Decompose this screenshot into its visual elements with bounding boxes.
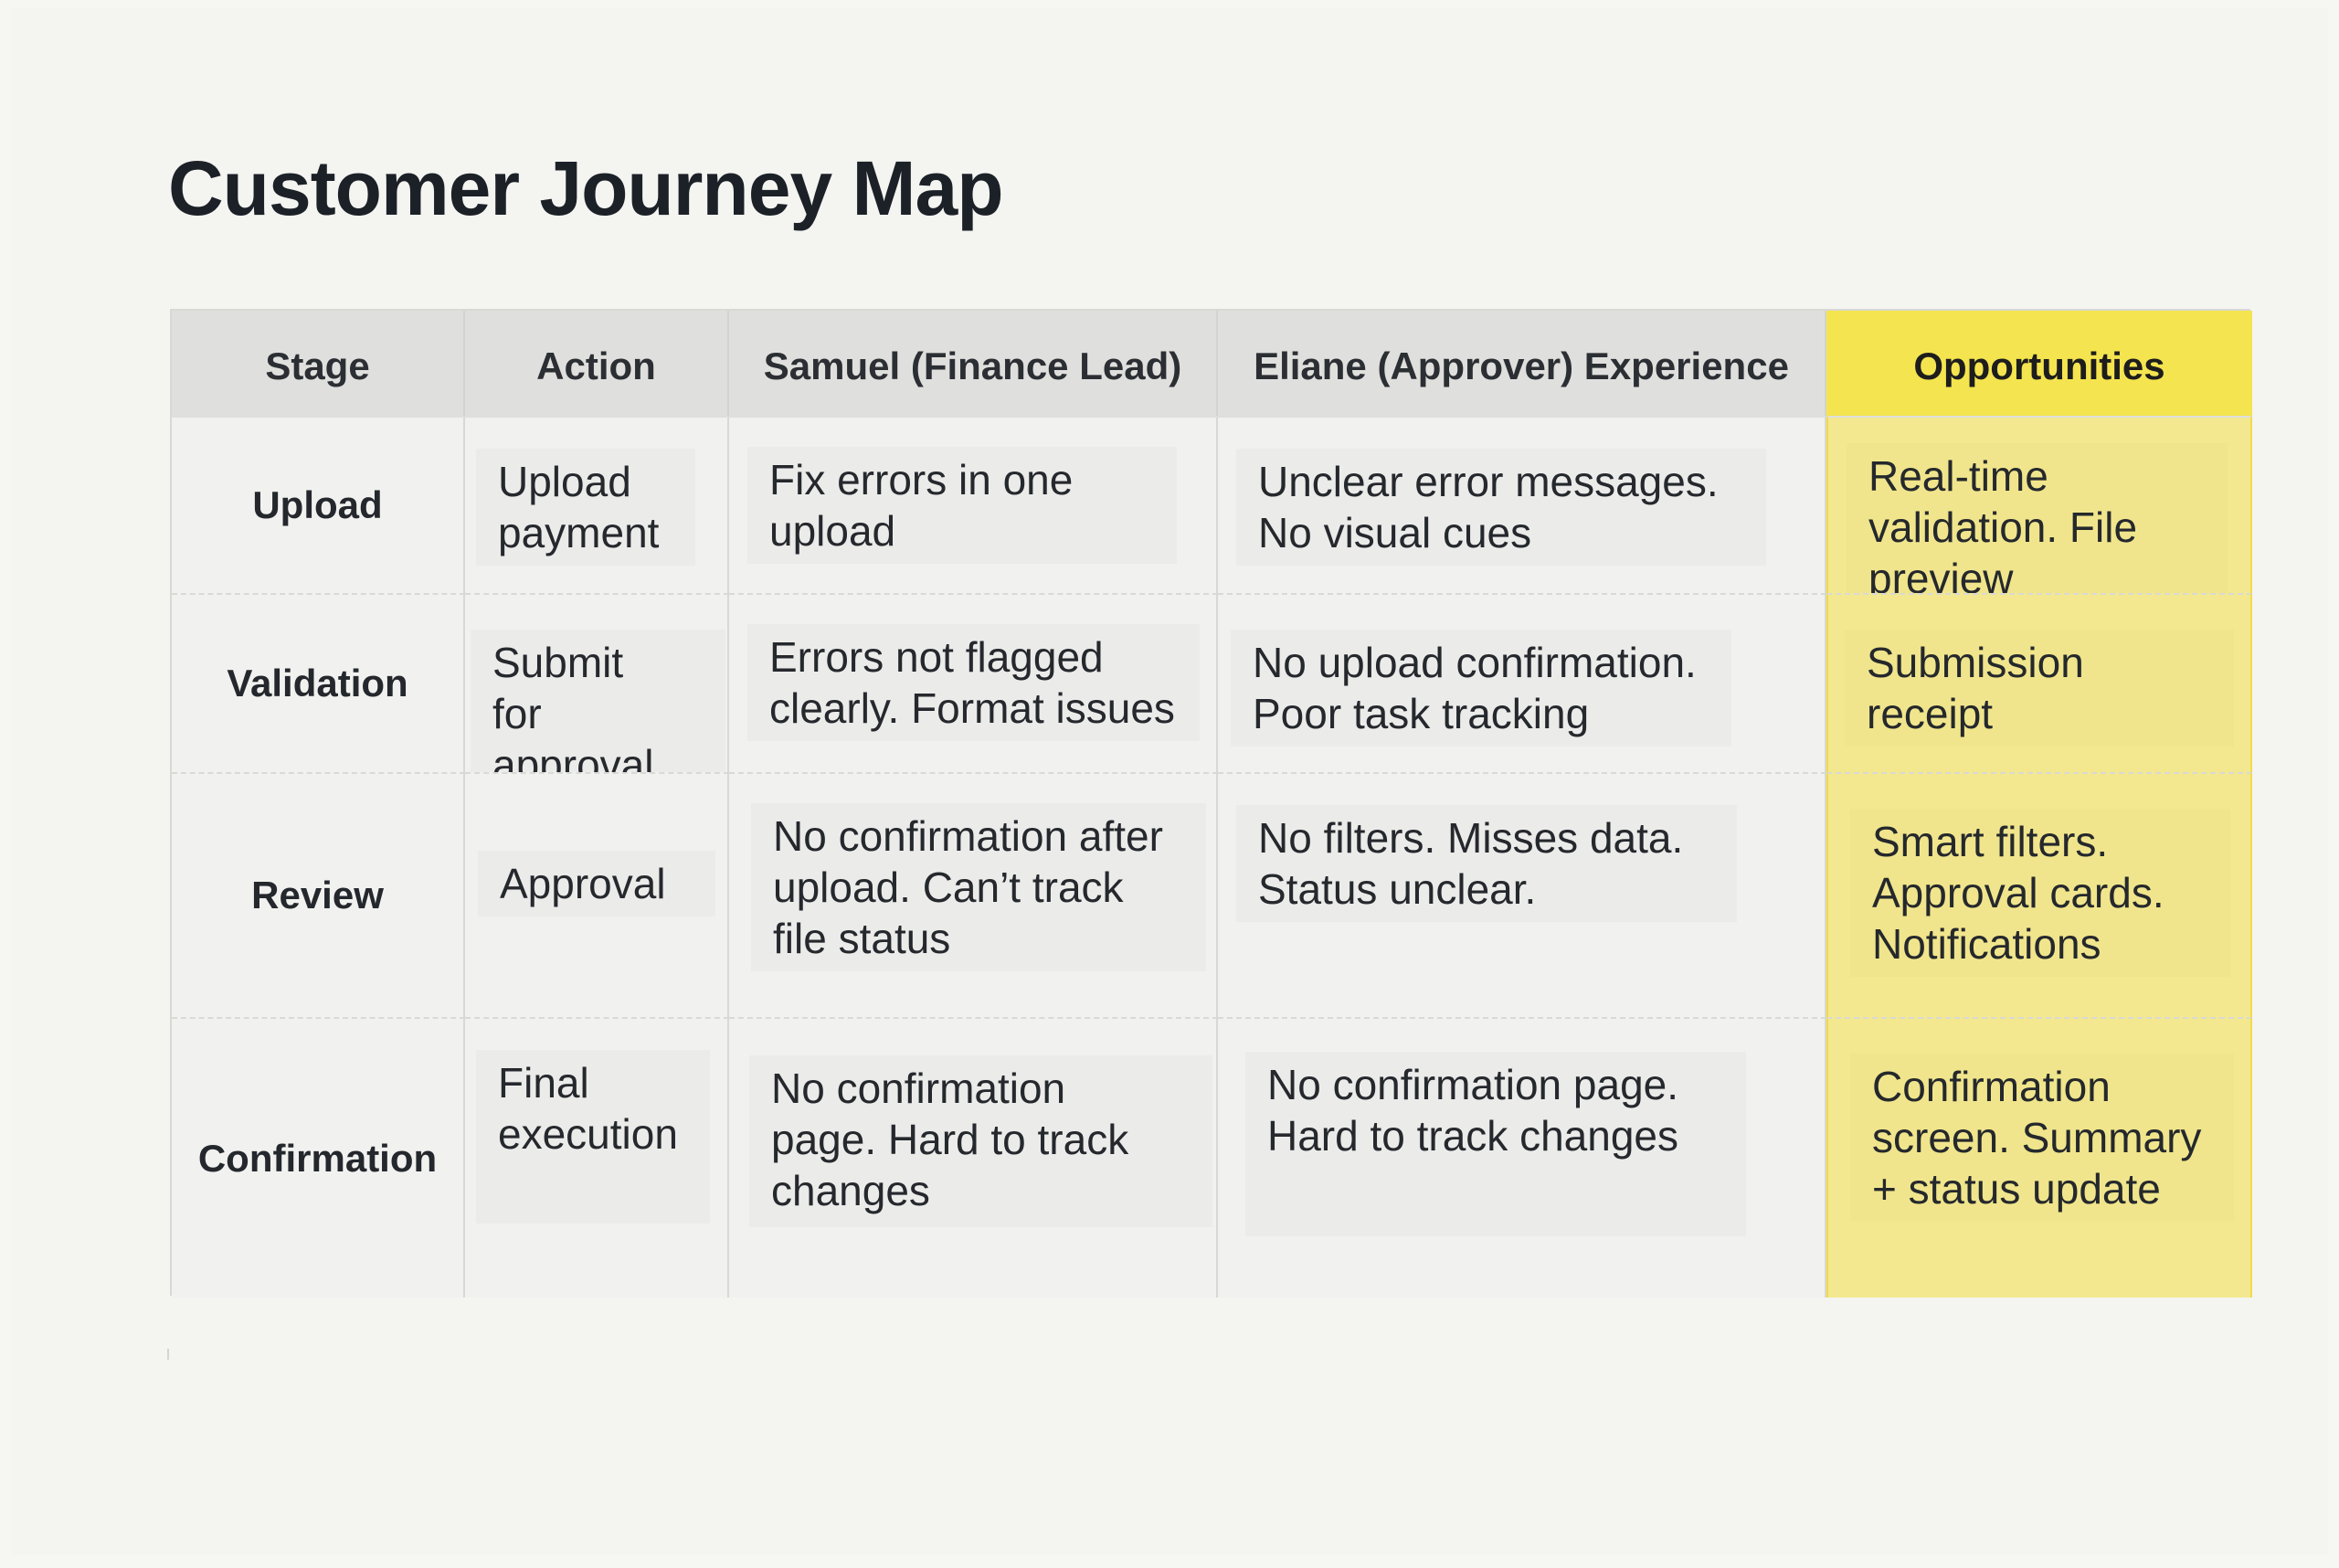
stage-cell-confirmation: Confirmation bbox=[172, 1017, 465, 1298]
eliane-cell-validation: No upload confirmation. Poor task tracki… bbox=[1218, 593, 1826, 772]
opportunities-cell-validation: Submission receipt bbox=[1826, 593, 2252, 772]
stage-cell-validation: Validation bbox=[172, 593, 465, 772]
opportunities-cell-review: Smart filters. Approval cards. Notificat… bbox=[1826, 772, 2252, 1017]
eliane-text: No upload confirmation. Poor task tracki… bbox=[1231, 630, 1731, 747]
header-samuel: Samuel (Finance Lead) bbox=[729, 311, 1218, 416]
page-title: Customer Journey Map bbox=[168, 145, 1004, 231]
stage-label: Confirmation bbox=[197, 1136, 438, 1180]
journey-table: Stage Action Samuel (Finance Lead) Elian… bbox=[170, 309, 2252, 1298]
samuel-text: No confirmation after upload. Can’t trac… bbox=[751, 803, 1206, 971]
opportunities-text: Real-time validation. File preview bbox=[1847, 443, 2228, 611]
stage-cell-review: Review bbox=[172, 772, 465, 1017]
action-text: Upload payment bbox=[476, 449, 695, 566]
stage-cell-upload: Upload bbox=[172, 416, 465, 593]
opportunities-text: Confirmation screen. Summary + status up… bbox=[1850, 1054, 2234, 1222]
opportunities-text: Smart filters. Approval cards. Notificat… bbox=[1850, 809, 2230, 977]
samuel-text: Fix errors in one upload bbox=[747, 447, 1177, 564]
opportunities-text: Submission receipt bbox=[1845, 630, 2234, 747]
samuel-cell-validation: Errors not flagged clearly. Format issue… bbox=[729, 593, 1218, 772]
header-opportunities: Opportunities bbox=[1826, 311, 2252, 416]
eliane-cell-review: No filters. Misses data. Status unclear. bbox=[1218, 772, 1826, 1017]
action-text: Submit for approval bbox=[471, 630, 725, 798]
eliane-text: No confirmation page. Hard to track chan… bbox=[1245, 1052, 1746, 1236]
opportunities-cell-upload: Real-time validation. File preview bbox=[1826, 416, 2252, 611]
samuel-text: No confirmation page. Hard to track chan… bbox=[749, 1055, 1212, 1227]
action-cell-confirmation: Final execution bbox=[465, 1017, 729, 1298]
action-cell-validation: Submit for approval bbox=[465, 593, 729, 798]
stage-label: Validation bbox=[227, 662, 408, 705]
action-cell-review: Approval bbox=[465, 772, 729, 1017]
samuel-cell-confirmation: No confirmation page. Hard to track chan… bbox=[729, 1017, 1218, 1298]
stage-label: Review bbox=[251, 874, 384, 916]
eliane-text: Unclear error messages. No visual cues bbox=[1236, 449, 1766, 566]
action-text: Final execution bbox=[476, 1050, 710, 1224]
header-stage: Stage bbox=[172, 311, 465, 416]
header-eliane: Eliane (Approver) Experience bbox=[1218, 311, 1826, 416]
stage-label: Upload bbox=[252, 483, 383, 526]
eliane-cell-upload: Unclear error messages. No visual cues bbox=[1218, 416, 1826, 593]
eliane-cell-confirmation: No confirmation page. Hard to track chan… bbox=[1218, 1017, 1826, 1298]
journey-map-canvas: Customer Journey Map Stage Action Samuel… bbox=[11, 7, 2328, 1555]
eliane-text: No filters. Misses data. Status unclear. bbox=[1236, 805, 1737, 922]
header-action: Action bbox=[465, 311, 729, 416]
samuel-cell-review: No confirmation after upload. Can’t trac… bbox=[729, 772, 1218, 1017]
page-mark bbox=[167, 1349, 169, 1360]
opportunities-cell-confirmation: Confirmation screen. Summary + status up… bbox=[1826, 1017, 2252, 1298]
action-cell-upload: Upload payment bbox=[465, 416, 729, 593]
samuel-cell-upload: Fix errors in one upload bbox=[729, 416, 1218, 593]
samuel-text: Errors not flagged clearly. Format issue… bbox=[747, 624, 1200, 741]
action-text: Approval bbox=[478, 851, 715, 916]
